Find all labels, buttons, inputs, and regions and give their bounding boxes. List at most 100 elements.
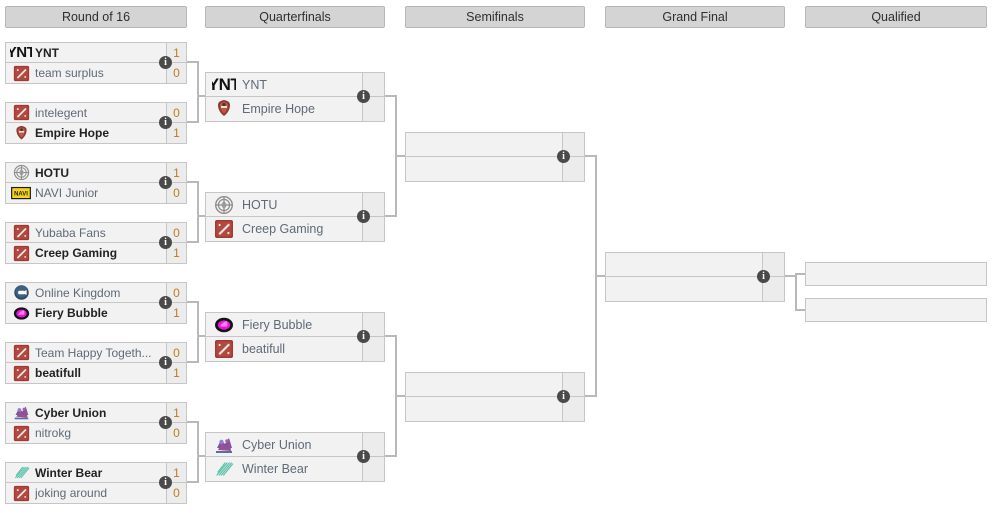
match-team-row[interactable]: Winter Bear bbox=[206, 457, 384, 481]
bracket-connector bbox=[197, 61, 199, 123]
team-score: 1 bbox=[166, 43, 186, 62]
match-info-icon[interactable]: i bbox=[159, 56, 172, 69]
match-info-icon[interactable]: i bbox=[757, 270, 770, 283]
team-name: Team Happy Togeth... bbox=[35, 345, 152, 360]
team-score bbox=[362, 433, 384, 456]
dota-default-logo bbox=[10, 104, 32, 122]
match-info-icon[interactable]: i bbox=[159, 476, 172, 489]
round-header-round-of-16[interactable]: Round of 16 bbox=[5, 6, 187, 28]
hotu-logo bbox=[10, 164, 32, 182]
match-info-icon[interactable]: i bbox=[159, 416, 172, 429]
match-team-row[interactable] bbox=[406, 397, 584, 421]
match-team-row[interactable]: Fiery Bubble bbox=[206, 313, 384, 337]
match-info-icon[interactable]: i bbox=[159, 176, 172, 189]
dota-default-logo bbox=[10, 484, 32, 502]
empire-hope-logo bbox=[212, 99, 236, 119]
match-info-icon[interactable]: i bbox=[159, 116, 172, 129]
dota-default-logo bbox=[10, 244, 32, 262]
match-team-row[interactable]: Cyber Union bbox=[206, 433, 384, 457]
team-score bbox=[362, 313, 384, 336]
winter-bear-logo bbox=[212, 459, 236, 479]
team-name: HOTU bbox=[242, 197, 278, 212]
online-kingdom-logo bbox=[10, 284, 32, 302]
match-team-row[interactable] bbox=[606, 253, 784, 277]
team-name: YNT bbox=[35, 45, 59, 60]
match-box[interactable]: HOTU Creep Gaming bbox=[205, 192, 385, 242]
team-name: Empire Hope bbox=[35, 126, 110, 140]
dota-default-logo bbox=[10, 64, 32, 82]
match-team-row[interactable]: Team Happy Togeth...0 bbox=[6, 343, 186, 363]
match-team-row[interactable] bbox=[606, 277, 784, 301]
match-info-icon[interactable]: i bbox=[557, 390, 570, 403]
match-info-icon[interactable]: i bbox=[357, 450, 370, 463]
match-info-icon[interactable]: i bbox=[159, 296, 172, 309]
round-header-quarterfinals[interactable]: Quarterfinals bbox=[205, 6, 385, 28]
match-info-icon[interactable]: i bbox=[357, 210, 370, 223]
dota-default-logo bbox=[10, 424, 32, 442]
round-header-grand-final[interactable]: Grand Final bbox=[605, 6, 785, 28]
qualified-slot[interactable] bbox=[805, 298, 987, 322]
team-score bbox=[562, 157, 584, 181]
match-info-icon[interactable]: i bbox=[357, 330, 370, 343]
team-name: Cyber Union bbox=[35, 405, 107, 420]
match-info-icon[interactable]: i bbox=[159, 356, 172, 369]
team-score bbox=[562, 397, 584, 421]
bracket-connector bbox=[585, 155, 596, 157]
match-team-row[interactable] bbox=[406, 133, 584, 157]
team-score: 0 bbox=[166, 483, 186, 503]
team-score bbox=[562, 373, 584, 396]
match-box[interactable] bbox=[405, 372, 585, 422]
team-score: 0 bbox=[166, 423, 186, 443]
match-box[interactable] bbox=[405, 132, 585, 182]
qualified-slot[interactable] bbox=[805, 262, 987, 286]
match-info-icon[interactable]: i bbox=[557, 150, 570, 163]
match-team-row[interactable]: Empire Hope bbox=[206, 97, 384, 121]
match-info-icon[interactable]: i bbox=[357, 90, 370, 103]
match-box[interactable] bbox=[605, 252, 785, 302]
bracket-connector bbox=[197, 335, 205, 337]
team-score: 1 bbox=[166, 243, 186, 263]
match-team-row[interactable]: Creep Gaming bbox=[206, 217, 384, 241]
round-header-semifinals[interactable]: Semifinals bbox=[405, 6, 585, 28]
match-team-row[interactable] bbox=[406, 373, 584, 397]
winter-bear-logo bbox=[10, 464, 32, 482]
fiery-bubble-logo bbox=[10, 304, 32, 322]
dota-default-logo bbox=[10, 344, 32, 362]
match-team-row[interactable] bbox=[406, 157, 584, 181]
match-info-icon[interactable]: i bbox=[159, 236, 172, 249]
team-score bbox=[362, 97, 384, 121]
team-name: NAVI Junior bbox=[35, 186, 99, 200]
match-team-row[interactable]: beatifull bbox=[206, 337, 384, 361]
team-name: Yubaba Fans bbox=[35, 225, 106, 240]
bracket-connector bbox=[595, 275, 605, 277]
round-header-qualified[interactable]: Qualified bbox=[805, 6, 987, 28]
match-team-row[interactable]: HOTU bbox=[206, 193, 384, 217]
